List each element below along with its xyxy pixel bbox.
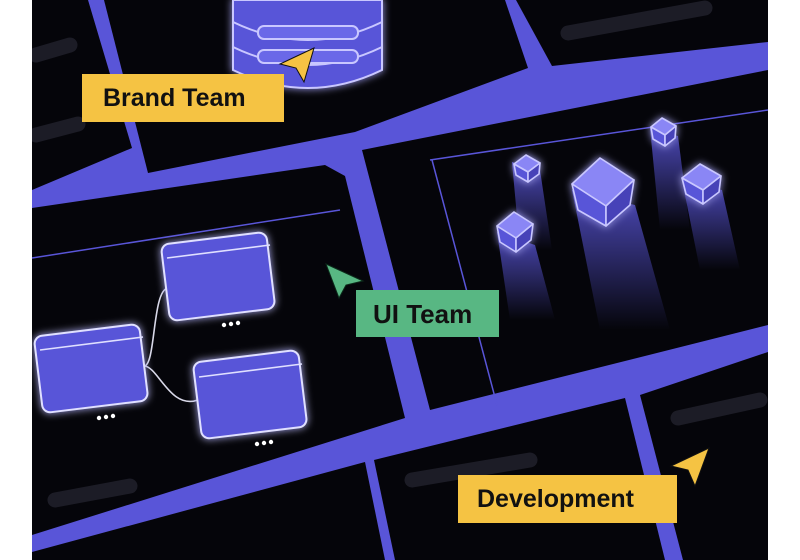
cursor-arrow-icon [669, 447, 710, 488]
ui-team-label: UI Team [373, 299, 473, 329]
divider-lines [32, 109, 768, 406]
brand-tag-background [82, 74, 284, 122]
cursor-arrow-icon [278, 47, 315, 84]
ui-tag-background [356, 290, 499, 337]
flow-node-bottom [192, 349, 308, 440]
cube-large [571, 157, 635, 227]
cube-small-right [650, 117, 677, 147]
brand-team-label: Brand Team [103, 84, 246, 112]
development-tag-background [458, 475, 677, 523]
cube-small-top [513, 154, 541, 183]
flow-node-left [33, 323, 149, 414]
placeholder-lines [32, 0, 768, 508]
flow-node-top [160, 231, 276, 322]
flowchart-diagram [33, 231, 308, 447]
cube-left [496, 211, 534, 253]
cube-visualization [496, 117, 740, 330]
database-icon [232, 0, 383, 89]
development-label: Development [477, 485, 634, 513]
cube-right [681, 163, 722, 205]
cursor-arrow-icon [325, 263, 365, 300]
